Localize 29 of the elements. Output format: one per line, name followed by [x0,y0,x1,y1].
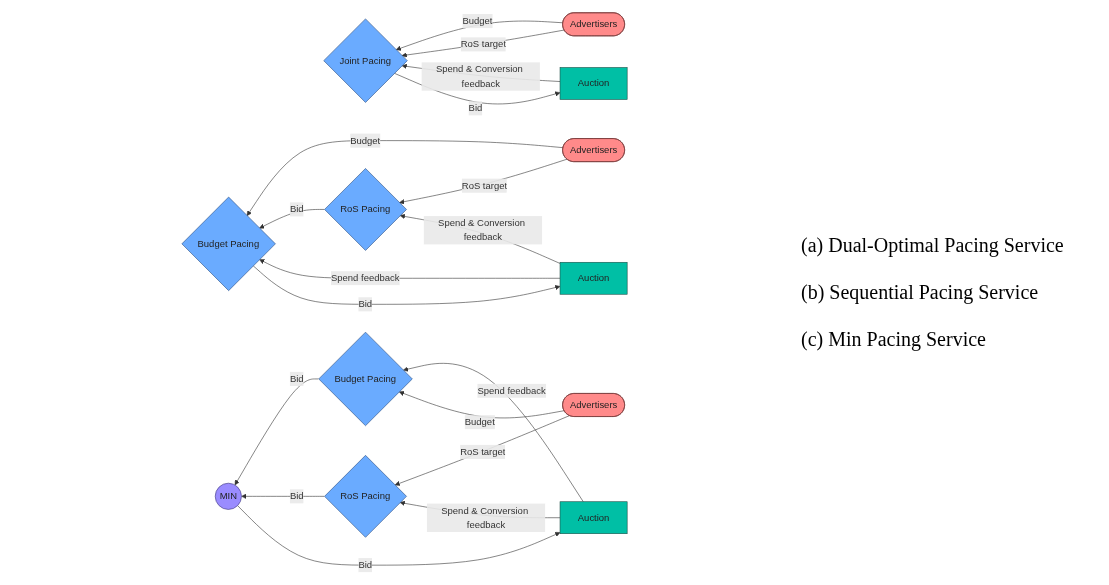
node-diamond: Joint Pacing [323,18,408,103]
node-box: Auction [559,67,628,100]
node-box: Auction [559,262,628,295]
edge-label: RoS target [461,180,508,191]
edge-label: Bid [468,103,483,114]
node-box: Auction [559,501,628,534]
edge-label: Spend & Conversion feedback [438,217,525,243]
edge-label: Spend feedback [330,272,400,283]
edge-label: Spend feedback [477,385,546,396]
edge-label: Budget [462,15,493,26]
panel-caption: (c) Min Pacing Service [801,328,987,351]
edge-label: Spend & Conversion feedback [441,505,529,530]
node-circle: MIN [214,482,242,510]
node-diamond: Budget Pacing [181,196,276,291]
edge-label: Bid [289,204,304,215]
edge-label: Budget [350,135,381,146]
edge-label: Budget [464,416,495,427]
edge-label: RoS target [460,446,506,457]
edge-label: Bid [289,491,304,502]
node-diamond: RoS Pacing [324,168,407,251]
edge-label: Bid [358,559,373,570]
edge-label: RoS target [460,39,507,50]
panel-caption: (b) Sequential Pacing Service [801,281,1040,304]
node-diamond: RoS Pacing [324,455,407,538]
node-diamond: Budget Pacing [318,331,413,427]
edge-label: Spend & Conversion feedback [435,64,523,89]
edge-label: Bid [358,298,373,310]
edge-label: Bid [289,373,304,384]
panel-caption: (a) Dual-Optimal Pacing Service [801,234,1065,257]
